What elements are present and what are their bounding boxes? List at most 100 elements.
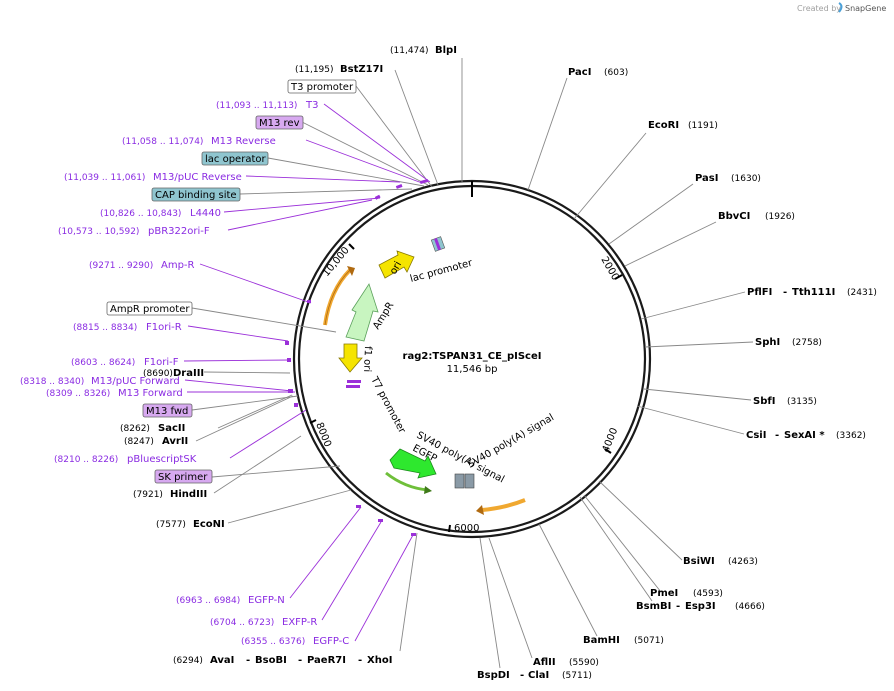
csii-position: (3362) xyxy=(836,431,866,441)
cap-site-box[interactable] xyxy=(151,187,241,202)
m13puc-forward-label[interactable]: M13/pUC Forward xyxy=(91,376,180,387)
watermark-created-by: Created by xyxy=(797,4,841,13)
pflfi-label[interactable]: PflFI xyxy=(747,287,772,298)
clai-label[interactable]: ClaI xyxy=(528,670,549,681)
m13puc-reverse-range: (11,039 .. 11,061) xyxy=(64,173,145,183)
egfp-primer-arc-head xyxy=(424,486,432,494)
snapgene-logo-icon xyxy=(838,2,843,13)
m13-rev-box[interactable] xyxy=(255,115,304,130)
hindiii-label[interactable]: HindIII xyxy=(170,489,207,500)
t3-promoter-box[interactable] xyxy=(287,79,357,94)
m13puc-forward-range: (8318 .. 8340) xyxy=(20,377,84,387)
pasi-label[interactable]: PasI xyxy=(695,173,718,184)
egfp-n-label[interactable]: EGFP-N xyxy=(248,595,285,606)
pbluescriptsk-label[interactable]: pBluescriptSK xyxy=(127,454,197,465)
feature-label-sv40-b: SV40 poly(A) signal xyxy=(466,412,556,470)
ampr-promoter-label: AmpR promoter xyxy=(110,304,190,315)
f1ori-f-label[interactable]: F1ori-F xyxy=(144,357,179,368)
sv40-box-a xyxy=(454,473,465,489)
avai-separator-2: - xyxy=(298,655,302,666)
paci-label[interactable]: PacI xyxy=(568,67,591,78)
bstz17i-label[interactable]: BstZ17I xyxy=(340,64,383,75)
tick-mark-2000 xyxy=(614,274,623,280)
m13puc-reverse-label[interactable]: M13/pUC Reverse xyxy=(153,172,242,183)
avai-separator-3: - xyxy=(358,655,362,666)
m13-forward-label[interactable]: M13 Forward xyxy=(118,388,183,399)
ampr-arrow xyxy=(345,283,379,342)
pflfi-separator: - xyxy=(783,287,787,298)
bsobi-label[interactable]: BsoBI xyxy=(255,655,287,666)
feature-label-f1-ori: f1 ori xyxy=(361,346,373,372)
econi-label[interactable]: EcoNI xyxy=(193,519,225,530)
tick-mark-8000 xyxy=(309,419,317,424)
sbfi-position: (3135) xyxy=(787,397,817,407)
orange-arc-left-head xyxy=(347,266,355,276)
aflii-label[interactable]: AflII xyxy=(533,657,556,668)
orange-arc-bottom xyxy=(481,498,526,512)
plasmid-length: 11,546 bp xyxy=(447,364,498,375)
amp-r-range: (9271 .. 9290) xyxy=(89,261,153,271)
sbfi-label[interactable]: SbfI xyxy=(753,396,775,407)
tth111i-label[interactable]: Tth111I xyxy=(792,287,835,298)
pmei-position: (4593) xyxy=(693,589,723,599)
avai-label[interactable]: AvaI xyxy=(210,655,234,666)
m13-fwd-box[interactable] xyxy=(142,403,193,418)
bsmbi-separator: - xyxy=(676,601,680,612)
t3-range: (11,093 .. 11,113) xyxy=(216,101,297,111)
sk-primer-label: SK primer xyxy=(158,472,208,483)
enzyme-leader-lines xyxy=(195,58,754,669)
m13-reverse-label[interactable]: M13 Reverse xyxy=(211,136,276,147)
bamhi-label[interactable]: BamHI xyxy=(583,635,620,646)
lac-promoter-mark xyxy=(430,236,446,252)
sacii-label[interactable]: SacII xyxy=(158,423,185,434)
sk-primer-box[interactable] xyxy=(154,469,213,484)
feature-label-t7-promoter: T7 promoter xyxy=(368,374,408,436)
draiii-label[interactable]: DraIII xyxy=(173,368,204,379)
l4440-range: (10,826 .. 10,843) xyxy=(100,209,181,219)
csii-label[interactable]: CsiI xyxy=(746,430,766,441)
egfp-c-range: (6355 .. 6376) xyxy=(241,637,305,647)
bsiwi-label[interactable]: BsiWI xyxy=(683,556,715,567)
sexai-label[interactable]: SexAI * xyxy=(784,430,825,441)
esp3i-label[interactable]: Esp3I xyxy=(685,601,716,612)
sphi-position: (2758) xyxy=(792,338,822,348)
paer7i-label[interactable]: PaeR7I xyxy=(307,655,346,666)
bstz17i-position: (11,195) xyxy=(295,65,334,75)
amp-r-label[interactable]: Amp-R xyxy=(161,260,195,271)
lac-operator-box[interactable] xyxy=(201,151,269,166)
bbvci-label[interactable]: BbvCI xyxy=(718,211,750,222)
egfp-primer-arc xyxy=(385,471,429,492)
sphi-label[interactable]: SphI xyxy=(755,337,780,348)
f1ori-r-range: (8815 .. 8834) xyxy=(73,323,137,333)
ampr-promoter-box[interactable] xyxy=(106,301,193,316)
bsmbi-label[interactable]: BsmBI xyxy=(636,601,671,612)
paci-position: (603) xyxy=(604,68,628,78)
ecori-label[interactable]: EcoRI xyxy=(648,120,679,131)
egfp-c-label[interactable]: EGFP-C xyxy=(313,636,349,647)
backbone-feature-marks xyxy=(285,178,429,536)
lac-operator-label: lac operator xyxy=(205,154,266,165)
xhoi-label[interactable]: XhoI xyxy=(367,655,392,666)
tick-label-2000: 2000 xyxy=(598,255,620,283)
avrii-label[interactable]: AvrII xyxy=(162,436,188,447)
bspdi-label[interactable]: BspDI xyxy=(477,670,510,681)
m13-rev-label: M13 rev xyxy=(259,118,300,129)
exfp-r-label[interactable]: EXFP-R xyxy=(282,617,317,628)
sacii-position: (8262) xyxy=(120,424,150,434)
econi-position: (7577) xyxy=(156,520,186,530)
orange-arc-left-outline xyxy=(324,269,351,326)
blpi-label[interactable]: BlpI xyxy=(435,45,457,56)
sv40-box-b xyxy=(464,473,475,489)
l4440-label[interactable]: L4440 xyxy=(190,208,221,219)
f1ori-r-label[interactable]: F1ori-R xyxy=(146,322,182,333)
t3-label[interactable]: T3 xyxy=(305,100,318,111)
cap-site-label: CAP binding site xyxy=(155,190,237,201)
csii-separator: - xyxy=(775,430,779,441)
tick-mark-4000 xyxy=(604,448,612,454)
tick-mark-6000 xyxy=(448,524,451,533)
pbr322-label[interactable]: pBR322ori-F xyxy=(148,226,210,237)
avai-position: (6294) xyxy=(173,656,203,666)
exfp-r-range: (6704 .. 6723) xyxy=(210,618,274,628)
pmei-label[interactable]: PmeI xyxy=(650,588,678,599)
